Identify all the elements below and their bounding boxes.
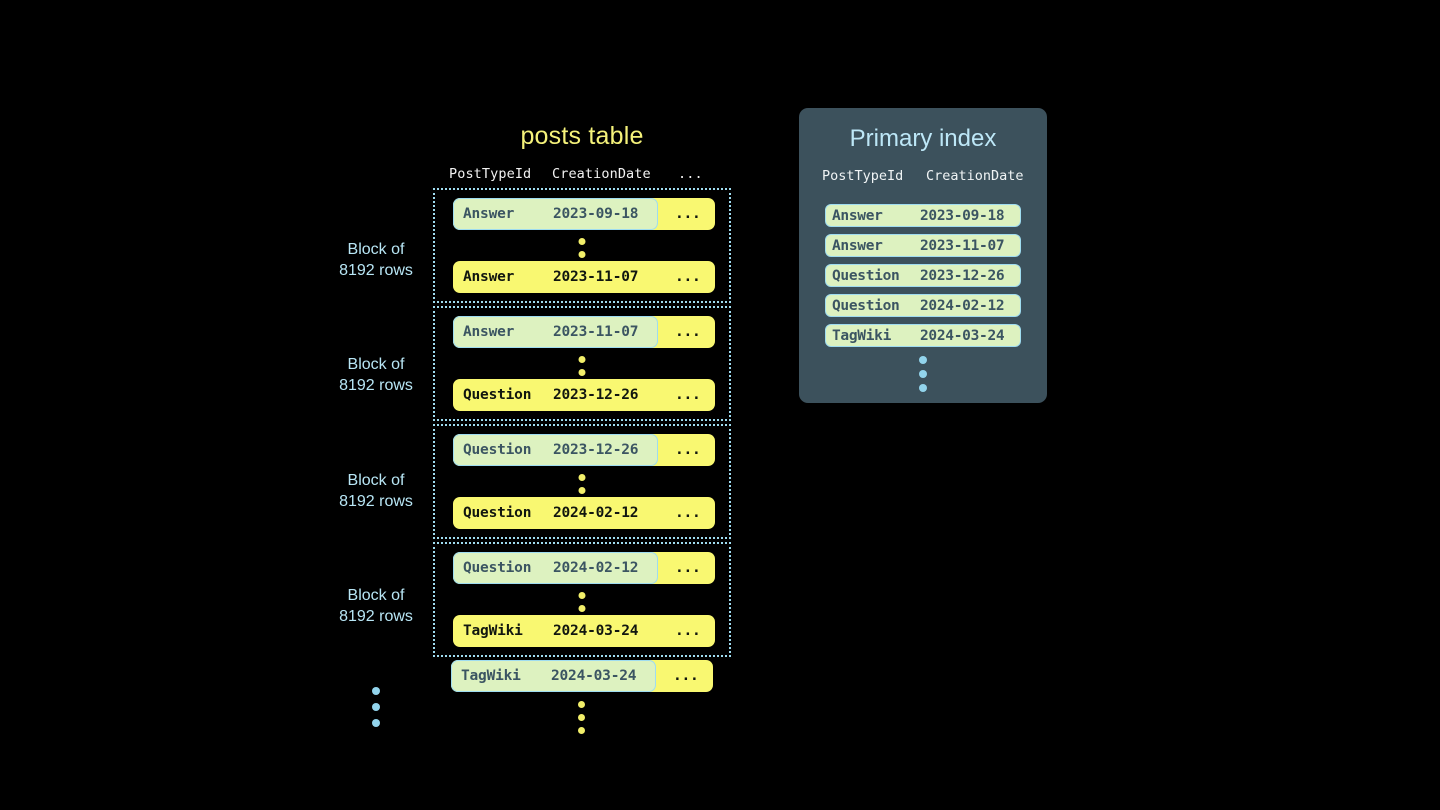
row-ellipsis: ... bbox=[675, 505, 701, 521]
row-ellipsis: ... bbox=[675, 442, 701, 458]
index-row-creationdate: 2023-09-18 bbox=[920, 207, 1005, 224]
row-creationdate: 2024-03-24 bbox=[553, 623, 639, 639]
row-posttypeid: Answer bbox=[463, 269, 515, 285]
posts-table-title: posts table bbox=[520, 122, 644, 150]
row-highlight-box bbox=[453, 198, 658, 230]
row-ellipsis: ... bbox=[675, 387, 701, 403]
block-label-3: Block of 8192 rows bbox=[339, 472, 413, 510]
table-row: Question 2023-12-26 ... bbox=[453, 434, 715, 466]
row-posttypeid: Question bbox=[463, 560, 532, 576]
index-row: Question 2024-02-12 bbox=[825, 294, 1021, 317]
index-column-header-creationdate: CreationDate bbox=[926, 168, 1024, 184]
block-label-2: Block of 8192 rows bbox=[339, 356, 413, 394]
index-row-posttypeid: Question bbox=[832, 267, 900, 284]
row-ellipsis: ... bbox=[675, 560, 701, 576]
posts-table-blocks: Answer 2023-09-18 ... Answer 2023-11-07 … bbox=[433, 188, 731, 660]
column-header-ellipsis: ... bbox=[678, 166, 703, 182]
column-header-posttypeid: PostTypeId bbox=[449, 166, 532, 182]
row-highlight-box bbox=[451, 660, 656, 692]
block-2: Answer 2023-11-07 ... Question 2023-12-2… bbox=[433, 306, 731, 421]
block-4: Question 2024-02-12 ... TagWiki 2024-03-… bbox=[433, 542, 731, 657]
table-row-trailing: TagWiki 2024-03-24 ... bbox=[451, 660, 713, 692]
row-creationdate: 2023-09-18 bbox=[553, 206, 639, 222]
table-row: Question 2023-12-26 ... bbox=[453, 379, 715, 411]
row-ellipsis: ... bbox=[675, 623, 701, 639]
index-row-posttypeid: TagWiki bbox=[832, 327, 892, 344]
primary-index-column-headers: PostTypeId CreationDate bbox=[799, 168, 1047, 188]
column-header-creationdate: CreationDate bbox=[552, 166, 651, 182]
block-label-1: Block of 8192 rows bbox=[339, 241, 413, 279]
primary-index-panel: Primary index PostTypeId CreationDate An… bbox=[799, 108, 1047, 403]
row-posttypeid: TagWiki bbox=[463, 623, 523, 639]
row-ellipsis: ... bbox=[675, 324, 701, 340]
table-row: TagWiki 2024-03-24 ... bbox=[453, 615, 715, 647]
table-vertical-ellipsis-icon bbox=[578, 701, 585, 734]
row-highlight-box bbox=[453, 316, 658, 348]
table-row: Answer 2023-11-07 ... bbox=[453, 316, 715, 348]
row-creationdate: 2024-03-24 bbox=[551, 668, 637, 684]
row-creationdate: 2023-11-07 bbox=[553, 324, 639, 340]
index-row-creationdate: 2024-02-12 bbox=[920, 297, 1005, 314]
index-column-header-posttypeid: PostTypeId bbox=[822, 168, 904, 184]
index-row-posttypeid: Answer bbox=[832, 207, 883, 224]
row-creationdate: 2024-02-12 bbox=[553, 560, 639, 576]
row-posttypeid: Answer bbox=[463, 324, 515, 340]
row-posttypeid: TagWiki bbox=[461, 668, 521, 684]
row-creationdate: 2023-12-26 bbox=[553, 387, 639, 403]
table-row: Answer 2023-09-18 ... bbox=[453, 198, 715, 230]
index-row: Answer 2023-09-18 bbox=[825, 204, 1021, 227]
row-highlight-box bbox=[453, 434, 658, 466]
block-3: Question 2023-12-26 ... Question 2024-02… bbox=[433, 424, 731, 539]
row-ellipsis: ... bbox=[673, 668, 699, 684]
index-row-posttypeid: Question bbox=[832, 297, 900, 314]
index-row-creationdate: 2024-03-24 bbox=[920, 327, 1005, 344]
blocks-vertical-ellipsis-icon bbox=[372, 687, 380, 727]
row-posttypeid: Question bbox=[463, 387, 532, 403]
table-row: Question 2024-02-12 ... bbox=[453, 552, 715, 584]
row-creationdate: 2024-02-12 bbox=[553, 505, 639, 521]
primary-index-title: Primary index bbox=[849, 125, 997, 152]
primary-index-rows: Answer 2023-09-18 Answer 2023-11-07 Ques… bbox=[825, 204, 1021, 354]
row-highlight-box bbox=[453, 552, 658, 584]
index-row-creationdate: 2023-12-26 bbox=[920, 267, 1005, 284]
block-label-4: Block of 8192 rows bbox=[339, 587, 413, 625]
index-vertical-ellipsis-icon bbox=[799, 356, 1047, 392]
row-creationdate: 2023-12-26 bbox=[553, 442, 639, 458]
row-ellipsis: ... bbox=[675, 269, 701, 285]
row-ellipsis: ... bbox=[675, 206, 701, 222]
row-creationdate: 2023-11-07 bbox=[553, 269, 639, 285]
block-1: Answer 2023-09-18 ... Answer 2023-11-07 … bbox=[433, 188, 731, 303]
row-posttypeid: Question bbox=[463, 505, 532, 521]
index-row-posttypeid: Answer bbox=[832, 237, 883, 254]
table-row: Question 2024-02-12 ... bbox=[453, 497, 715, 529]
index-row: Question 2023-12-26 bbox=[825, 264, 1021, 287]
index-row: Answer 2023-11-07 bbox=[825, 234, 1021, 257]
table-row: Answer 2023-11-07 ... bbox=[453, 261, 715, 293]
row-posttypeid: Answer bbox=[463, 206, 515, 222]
row-posttypeid: Question bbox=[463, 442, 532, 458]
index-row: TagWiki 2024-03-24 bbox=[825, 324, 1021, 347]
index-row-creationdate: 2023-11-07 bbox=[920, 237, 1005, 254]
posts-table-column-headers: PostTypeId CreationDate ... bbox=[433, 166, 731, 186]
